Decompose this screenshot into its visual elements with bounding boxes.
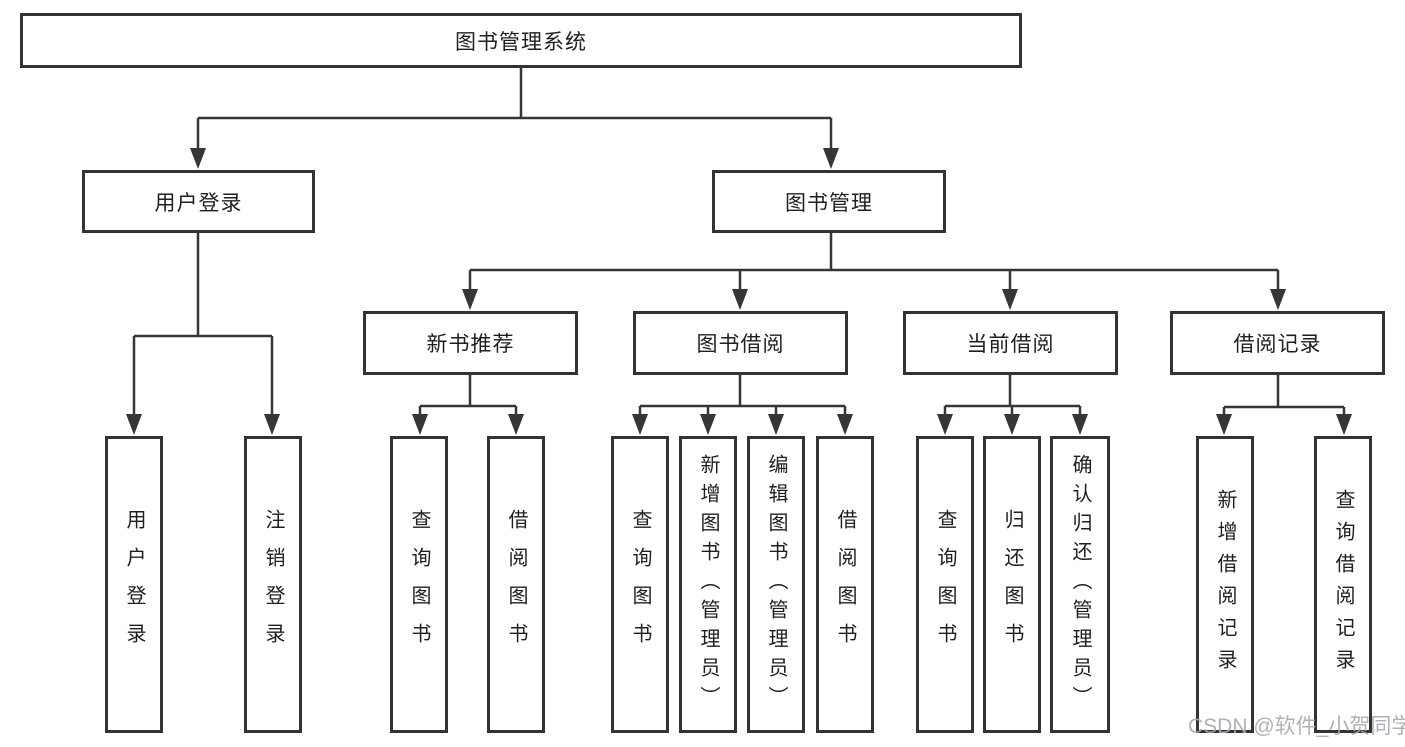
leaf-query-borrow-record-label: 查询借阅记录 — [1332, 488, 1354, 681]
leaf-query-books-2: 查询图书 — [611, 436, 669, 733]
leaf-add-borrow-record: 新增借阅记录 — [1196, 436, 1254, 733]
csdn-watermark: CSDN @软件_小贺同学 — [1188, 715, 1405, 738]
node-user-login-label: 用户登录 — [154, 191, 243, 215]
node-borrow-records: 借阅记录 — [1170, 311, 1385, 375]
leaf-borrow-books-1-label: 借阅图书 — [505, 508, 527, 661]
leaf-borrow-books-2-label: 借阅图书 — [834, 508, 856, 661]
leaf-query-books-1-label: 查询图书 — [408, 508, 430, 661]
leaf-logout-label: 注销登录 — [262, 508, 284, 661]
node-library-system-label: 图书管理系统 — [455, 30, 587, 54]
leaf-edit-books-admin-label: 编辑图书（管理员） — [765, 454, 787, 715]
leaf-user-login-label: 用户登录 — [123, 508, 145, 661]
leaf-query-books-2-label: 查询图书 — [629, 508, 651, 661]
node-book-borrow-label: 图书借阅 — [696, 333, 785, 356]
node-new-book-recommend: 新书推荐 — [363, 311, 578, 375]
leaf-confirm-return-admin-label: 确认归还（管理员） — [1069, 454, 1091, 715]
leaf-return-books: 归还图书 — [983, 436, 1041, 733]
node-new-book-recommend-label: 新书推荐 — [426, 333, 515, 356]
leaf-query-books-3: 查询图书 — [916, 436, 974, 733]
node-book-borrow: 图书借阅 — [633, 311, 848, 375]
node-borrow-records-label: 借阅记录 — [1233, 333, 1322, 356]
leaf-edit-books-admin: 编辑图书（管理员） — [747, 436, 805, 733]
leaf-return-books-label: 归还图书 — [1001, 508, 1023, 661]
leaf-query-books-1: 查询图书 — [390, 436, 448, 733]
leaf-logout: 注销登录 — [244, 436, 302, 733]
node-book-management: 图书管理 — [712, 170, 946, 233]
arrowheads — [126, 148, 1352, 435]
leaf-query-borrow-record: 查询借阅记录 — [1314, 436, 1372, 733]
leaf-confirm-return-admin: 确认归还（管理员） — [1050, 436, 1110, 733]
node-book-management-label: 图书管理 — [785, 191, 873, 215]
node-library-system: 图书管理系统 — [20, 13, 1022, 68]
leaf-user-login: 用户登录 — [105, 436, 163, 733]
leaf-add-borrow-record-label: 新增借阅记录 — [1214, 488, 1236, 681]
leaf-borrow-books-1: 借阅图书 — [487, 436, 545, 733]
node-current-borrow: 当前借阅 — [903, 311, 1118, 375]
leaf-add-books-admin: 新增图书（管理员） — [679, 436, 737, 733]
node-current-borrow-label: 当前借阅 — [966, 333, 1055, 356]
node-user-login: 用户登录 — [82, 170, 315, 233]
leaf-borrow-books-2: 借阅图书 — [816, 436, 874, 733]
leaf-query-books-3-label: 查询图书 — [934, 508, 956, 661]
leaf-add-books-admin-label: 新增图书（管理员） — [697, 454, 719, 715]
